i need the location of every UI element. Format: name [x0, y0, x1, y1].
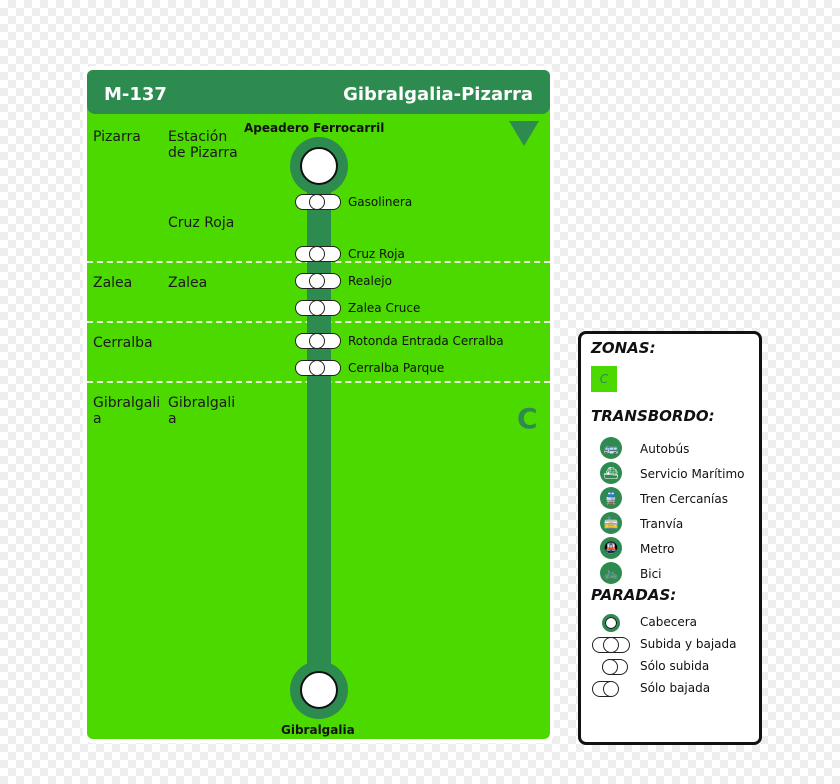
stop-dot: [309, 360, 325, 376]
terminal-start-circle: [300, 147, 338, 185]
legend-metro-label: Metro: [640, 542, 675, 556]
terminal-end-label: Gibralgalia: [281, 723, 355, 737]
legend-ship-label: Servicio Marítimo: [640, 467, 745, 481]
legend-tram-label: Tranvía: [640, 517, 684, 531]
bike-icon: 🚲: [600, 562, 622, 584]
bus-icon: 🚌: [600, 437, 622, 459]
train-icon: 🚆: [600, 487, 622, 509]
stop-label-rotonda-entrada-cerralba: Rotonda Entrada Cerralba: [348, 334, 504, 348]
nucleo-gibralgalia: Gibralgalia: [168, 395, 236, 427]
dot: [603, 637, 619, 653]
legend-solo-bajada-label: Sólo bajada: [640, 681, 711, 695]
tram-icon: 🚋: [600, 512, 622, 534]
stop-dot: [309, 273, 325, 289]
legend-zonas-title: ZONAS:: [591, 339, 656, 357]
direction-arrow-icon: [509, 121, 539, 146]
ship-icon: ⛴: [600, 462, 622, 484]
stop-dot: [309, 300, 325, 316]
legend-paradas-title: PARADAS:: [591, 586, 677, 604]
municipio-cerralba: Cerralba: [93, 335, 153, 351]
legend-solo-subida-label: Sólo subida: [640, 659, 710, 673]
terminal-start-label: Apeadero Ferrocarril: [244, 121, 385, 135]
legend-box: ZONAS: C TRANSBORDO: 🚌 Autobús ⛴ Servici…: [578, 331, 762, 745]
route-code: M-137: [104, 84, 167, 105]
stop-dot: [309, 246, 325, 262]
legend-transbordo-title: TRANSBORDO:: [591, 407, 715, 425]
dot: [602, 659, 618, 675]
stop-label-cerralba-parque: Cerralba Parque: [348, 361, 445, 375]
municipio-zalea: Zalea: [93, 275, 133, 291]
municipio-pizarra: Pizarra: [93, 129, 141, 145]
stop-symbol[interactable]: [295, 333, 341, 349]
nucleo-cruz-roja: Cruz Roja: [168, 215, 235, 231]
legend-subida-bajada-label: Subida y bajada: [640, 637, 737, 651]
dot: [603, 681, 619, 697]
legend-bus-label: Autobús: [640, 442, 690, 456]
legend-cabecera-label: Cabecera: [640, 615, 697, 629]
terminal-end[interactable]: [290, 661, 348, 719]
stop-label-gasolinera: Gasolinera: [348, 195, 413, 209]
stop-label-zalea-cruce: Zalea Cruce: [348, 301, 421, 315]
stop-symbol[interactable]: [295, 300, 341, 316]
stop-symbol[interactable]: [295, 273, 341, 289]
stop-dot: [309, 194, 325, 210]
legend-zone-swatch: C: [591, 366, 617, 392]
municipio-gibralgalia: Gibralgalia: [93, 395, 161, 427]
terminal-end-circle: [300, 671, 338, 709]
stop-label-cruz-roja: Cruz Roja: [348, 247, 405, 261]
legend-train-label: Tren Cercanías: [640, 492, 728, 506]
zone-letter: C: [517, 402, 538, 435]
cabecera-ring: [602, 614, 620, 632]
route-name: Gibralgalia-Pizarra: [343, 84, 533, 105]
stop-symbol[interactable]: [295, 194, 341, 210]
stop-symbol[interactable]: [295, 360, 341, 376]
stop-label-realejo: Realejo: [348, 274, 392, 288]
legend-bike-label: Bici: [640, 567, 662, 581]
stop-dot: [309, 333, 325, 349]
nucleo-estacion-de-pizarra: Estación de Pizarra: [168, 129, 238, 161]
nucleo-zalea: Zalea: [168, 275, 208, 291]
route-header: M-137 Gibralgalia-Pizarra: [87, 70, 550, 114]
metro-icon: 🚇: [600, 537, 622, 559]
terminal-start[interactable]: [290, 137, 348, 195]
stop-symbol[interactable]: [295, 246, 341, 262]
